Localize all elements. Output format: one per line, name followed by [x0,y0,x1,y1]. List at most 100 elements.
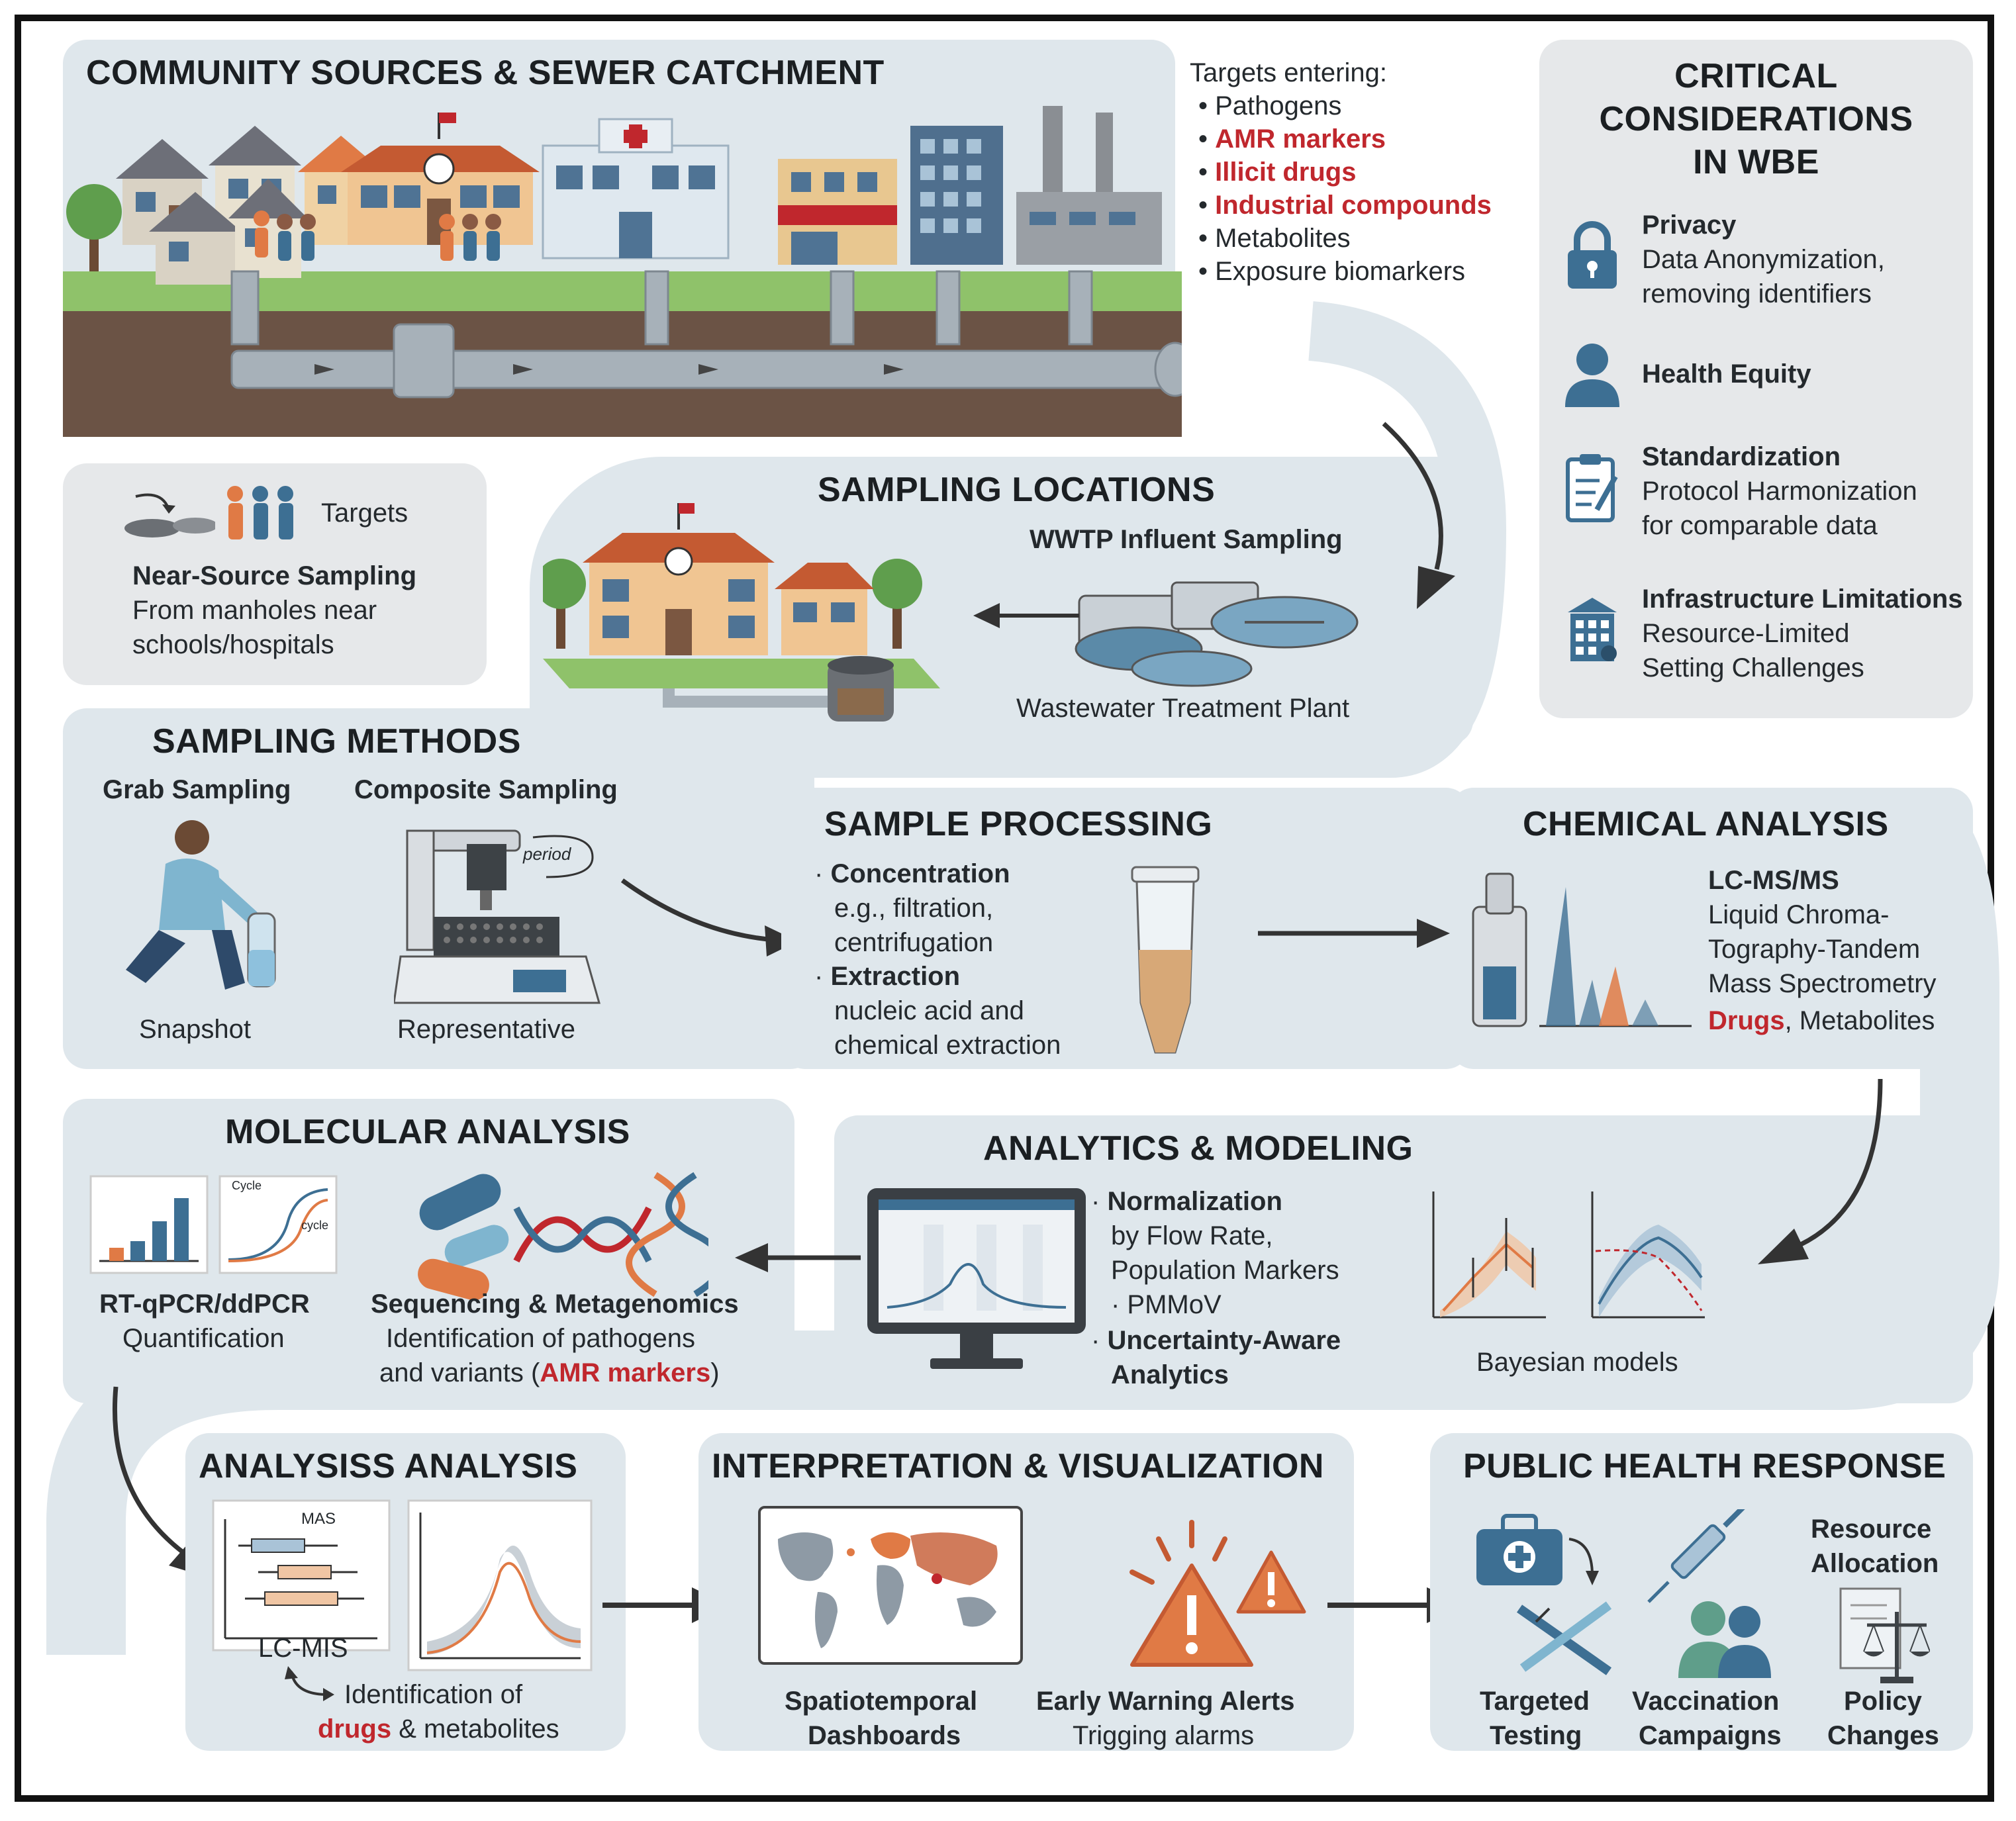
critical-privacy-line2: removing identifiers [1642,279,1872,308]
critical-standard-title: Standardization [1642,442,1841,471]
arrow-to-analytics [1758,1078,1883,1264]
house-icon [149,192,242,285]
critical-privacy-line1: Data Anonymization, [1642,245,1885,274]
people-icon [227,486,293,539]
dashboards-line1: Spatiotemporal [785,1687,978,1716]
seq-line2: and variants (AMR markers) [379,1358,720,1387]
quant-label: Quantification [122,1324,285,1353]
people-group-icon [1678,1601,1771,1678]
vaccination-line1: Vaccination [1632,1687,1780,1716]
resource-line2: Allocation [1811,1549,1939,1578]
analysis2-id-line1: Identification of [344,1680,523,1709]
lcmis-label: LC-MIS [258,1634,348,1663]
bacteria-icon [418,1174,509,1301]
target-item: • Pathogens [1198,91,1342,120]
vaccination-line2: Campaigns [1639,1721,1782,1750]
testing-line1: Targeted [1480,1687,1590,1716]
analytics-n-line2: Population Markers [1111,1256,1339,1285]
curved-arrow-icon [285,1666,334,1701]
worker-icon [126,820,276,990]
target-item: • Exposure biomarkers [1198,257,1466,286]
hospital-icon [542,118,730,259]
sewer-pipe [230,270,1182,398]
boxplot-icon [212,1499,391,1652]
syringe-icon [1647,1509,1745,1603]
wwtp-caption: Wastewater Treatment Plant [1016,694,1350,723]
analytics-uncertainty-line2: Analytics [1111,1360,1229,1389]
sampling-locations-title: SAMPLING LOCATIONS [818,471,1216,509]
person-icon [1565,344,1619,407]
critical-title-1: CRITICAL [1674,57,1838,95]
arrow-to-processing [620,878,798,957]
autosampler-icon [394,829,600,1004]
processing-conc-line1: e.g., filtration, [834,894,994,923]
near-source-line2: schools/hospitals [132,630,334,659]
people-icon [254,210,501,261]
cycle-label-a: Cycle [232,1179,262,1192]
target-item: • AMR markers [1198,124,1386,154]
store-icon [778,159,897,265]
processing-ext-line2: chemical extraction [834,1031,1061,1060]
analytics-n-line1: by Flow Rate, [1111,1221,1273,1250]
period-label: period [523,844,571,864]
pcr-curve-icon [218,1175,338,1274]
target-item: • Illicit drugs [1198,158,1357,187]
arrow-to-school [973,603,1079,628]
chemical-targets: Drugs, Metabolites [1708,1006,1935,1035]
analytics-n-line3: · PMMoV [1111,1290,1222,1319]
analysis2-id-line2: drugs & metabolites [318,1714,559,1744]
arrow-to-molecular [735,1243,861,1272]
representative-label: Representative [397,1015,576,1044]
resource-line1: Resource [1811,1515,1932,1544]
world-map-icon [758,1506,1023,1665]
medical-kit-icon [1476,1514,1599,1585]
community-title: COMMUNITY SOURCES & SEWER CATCHMENT [86,54,885,92]
alert-title: Early Warning Alerts [1036,1687,1295,1716]
arrow-to-chemical [1258,919,1450,948]
bayes-label: Bayesian models [1476,1348,1678,1377]
pcr-bar-chart-icon [89,1175,209,1274]
near-source-title: Near-Source Sampling [132,561,417,590]
processing-title: SAMPLE PROCESSING [824,805,1213,843]
critical-infra-line2: Setting Challenges [1642,653,1864,682]
alert-sub: Trigging alarms [1073,1721,1255,1750]
building-icon [1568,598,1617,661]
policy-line1: Policy [1844,1687,1922,1716]
composite-label: Composite Sampling [354,775,618,804]
response-title: PUBLIC HEALTH RESPONSE [1463,1447,1946,1485]
test-syringe-icon [1516,1601,1612,1675]
seq-line1: Identification of pathogens [386,1324,696,1353]
dna-icon [513,1172,708,1297]
critical-infra-title: Infrastructure Limitations [1642,584,1963,614]
critical-title-2: CONSIDERATIONS [1599,100,1913,138]
critical-panel [1539,40,1973,718]
interpretation-title: INTERPRETATION & VISUALIZATION [712,1447,1324,1485]
critical-standard-line2: for comparable data [1642,511,1878,540]
chemical-method: LC-MS/MS [1708,866,1839,895]
bayesian-chart-icon [1432,1191,1705,1319]
processing-conc-line2: centrifugation [834,928,994,957]
sampling-methods-title: SAMPLING METHODS [152,722,521,761]
targets-list: • Pathogens • AMR markers • Illicit drug… [1198,89,1492,288]
tube-icon [1131,866,1200,1054]
chemical-panel [1450,788,1973,1069]
policy-line2: Changes [1827,1721,1939,1750]
wwtp-icon [1075,581,1359,687]
lock-icon [1568,221,1617,289]
dashboards-line2: Dashboards [808,1721,961,1750]
processing-concentration: · Concentration [814,859,1010,888]
tree-icon [66,184,122,271]
processing-ext-line1: nucleic acid and [834,996,1024,1025]
monitor-icon [867,1188,1086,1369]
critical-equity-title: Health Equity [1642,359,1811,389]
near-source-panel [63,463,487,685]
critical-privacy-title: Privacy [1642,210,1737,240]
critical-infra-line1: Resource-Limited [1642,619,1850,648]
target-item: • Industrial compounds [1198,191,1492,220]
clipboard-icon [1566,454,1618,522]
chemical-line2: Tography-Tandem [1708,935,1921,964]
near-source-targets: Targets [321,498,408,528]
target-item: • Metabolites [1198,224,1351,253]
snapshot-label: Snapshot [139,1015,252,1044]
analytics-uncertainty: · Uncertainty-Aware [1091,1326,1341,1355]
